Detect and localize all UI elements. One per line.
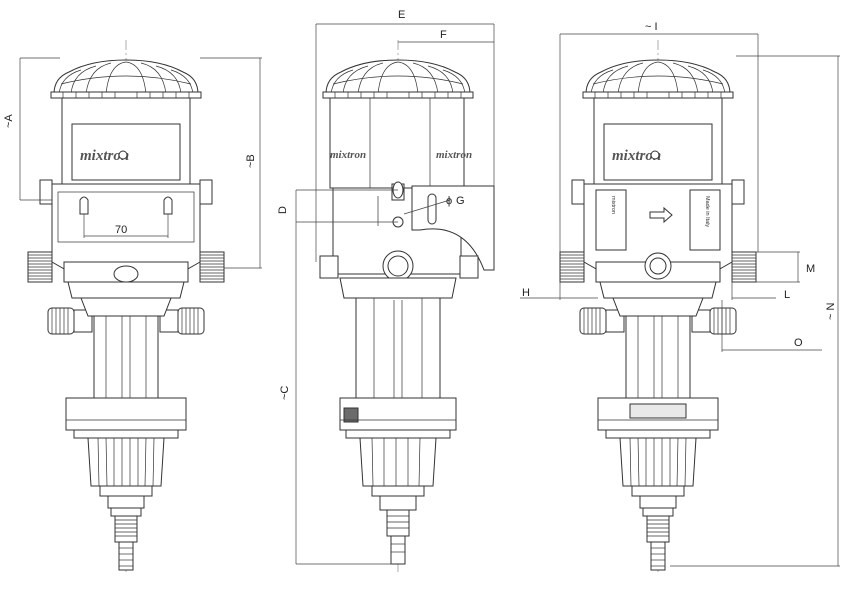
dim-label-C: ~C (279, 386, 291, 400)
back-view: mixtron mixtron Made in Italy ~ I ~ N (520, 21, 840, 575)
dim-label-G-prefix: ϕ (446, 195, 452, 207)
dim-label-L: L (784, 289, 790, 301)
side-marking-right: mixtron (436, 149, 472, 161)
dim-label-O: O (794, 337, 803, 349)
dim-label-D: D (277, 206, 289, 214)
brand-logo-back: mixtron (612, 148, 661, 164)
dim-label-B: ~B (245, 154, 257, 168)
front-view: mixtron ~A ~B 70 (3, 40, 262, 575)
dim-label-G: G (456, 195, 465, 207)
dim-label-E: E (398, 9, 405, 21)
brand-logo-front: mixtron (80, 148, 129, 164)
flow-arrow-icon (649, 206, 673, 224)
dim-label-H: H (522, 287, 530, 299)
dim-label-F: F (440, 29, 447, 41)
made-in-italy-label: Made in Italy (704, 196, 710, 227)
dim-label-A: ~A (3, 114, 15, 128)
side-view: mixtron mixtron (277, 9, 495, 575)
side-marking-left: mixtron (330, 149, 366, 161)
dim-label-N: ~ N (825, 303, 837, 320)
dim-label-I: ~ I (645, 21, 658, 33)
dim-label-70: 70 (115, 224, 127, 236)
dim-label-M: M (806, 263, 815, 275)
side-marking-back: mixtron (610, 196, 616, 214)
